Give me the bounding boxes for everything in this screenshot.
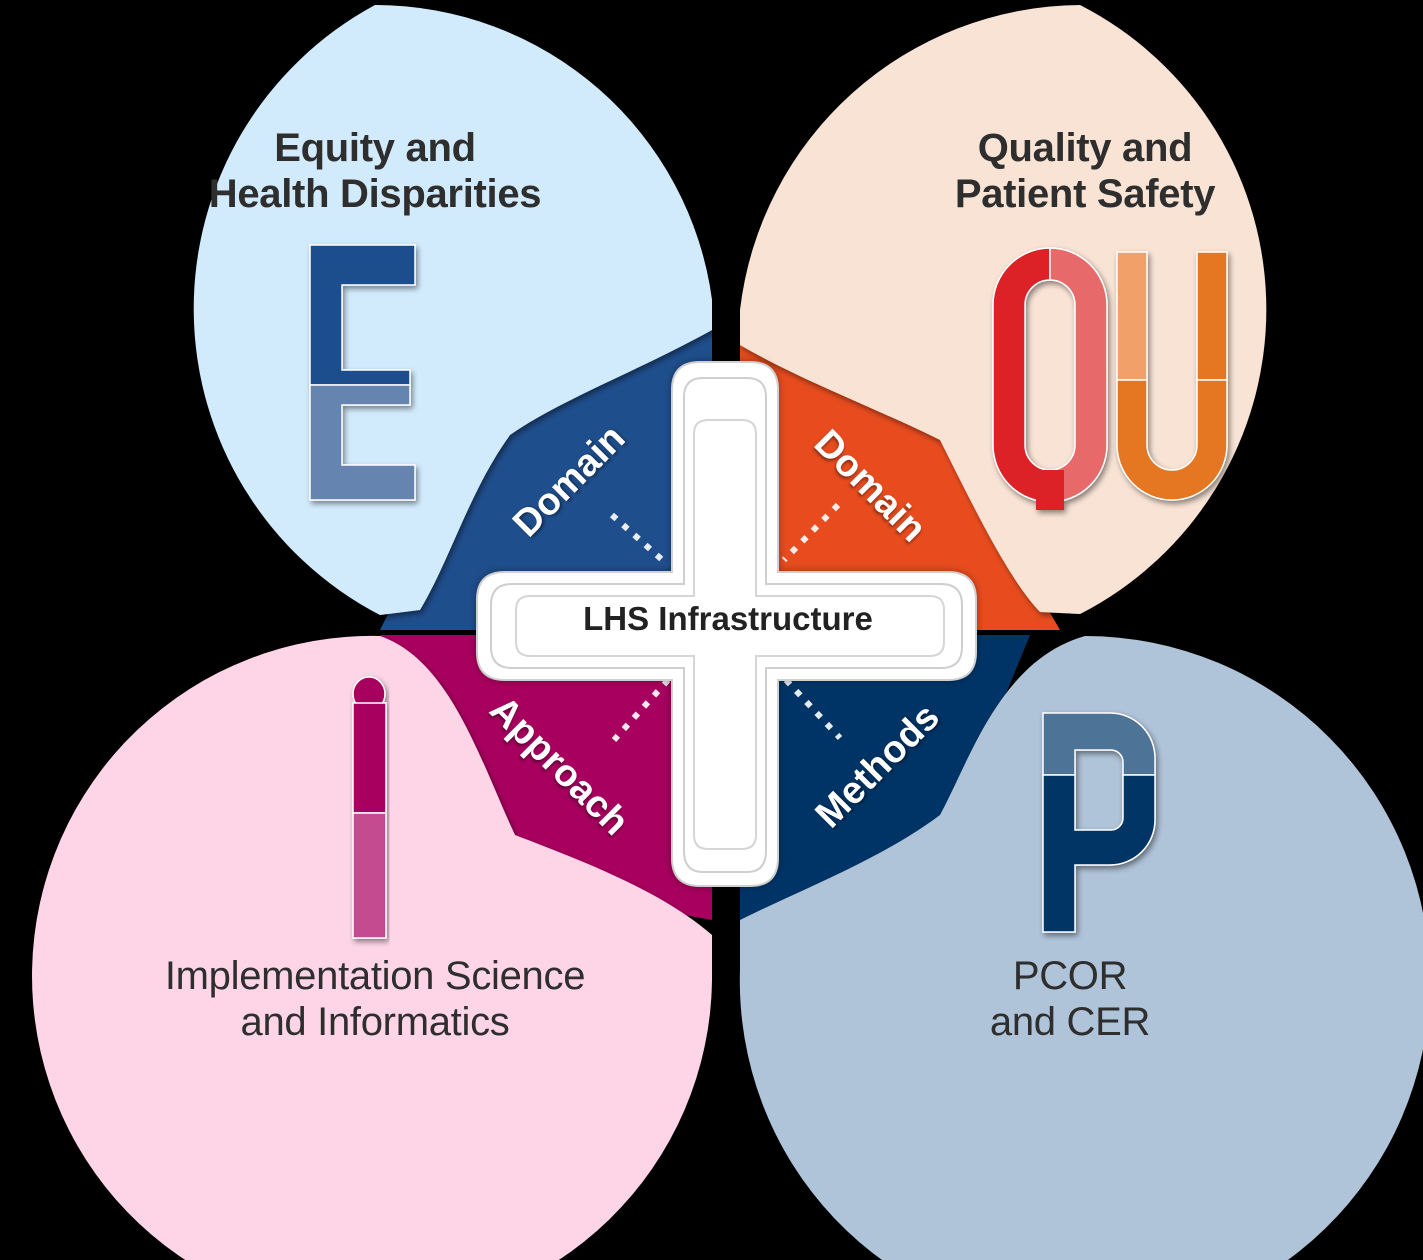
implementation-title: Implementation Science and Informatics: [70, 953, 680, 1045]
pcor-title: PCOR and CER: [870, 953, 1270, 1045]
letter-e-icon: [309, 244, 416, 501]
equity-title-line1: Equity and: [274, 126, 476, 170]
letter-p-icon: [1042, 712, 1156, 933]
letter-i-icon: [352, 676, 387, 939]
band-top-right: [740, 320, 1060, 630]
pcor-title-line1: PCOR: [1012, 954, 1128, 998]
center-label: LHS Infrastructure: [583, 600, 873, 637]
band-top-left: [380, 320, 712, 630]
quality-title-line1: Quality and: [977, 126, 1193, 170]
dotted-line-top-right: [781, 502, 841, 563]
pcor-title-line2: and CER: [989, 1000, 1151, 1044]
implementation-title-line1: Implementation Science: [164, 954, 586, 998]
cross-icon: [476, 361, 977, 887]
quality-title-line2: Patient Safety: [954, 172, 1216, 216]
band-bottom-left: [380, 635, 712, 920]
band-bottom-right: [740, 635, 1030, 920]
implementation-title-line2: and Informatics: [240, 1000, 510, 1044]
equity-title: Equity and Health Disparities: [120, 125, 630, 217]
circle-pcor: [739, 636, 1423, 1260]
letter-qu-icon: [992, 247, 1228, 510]
circle-implementation: [32, 635, 712, 1260]
dotted-line-top-left: [610, 512, 670, 568]
quality-title: Quality and Patient Safety: [830, 125, 1340, 217]
equity-title-line2: Health Disparities: [208, 172, 542, 216]
